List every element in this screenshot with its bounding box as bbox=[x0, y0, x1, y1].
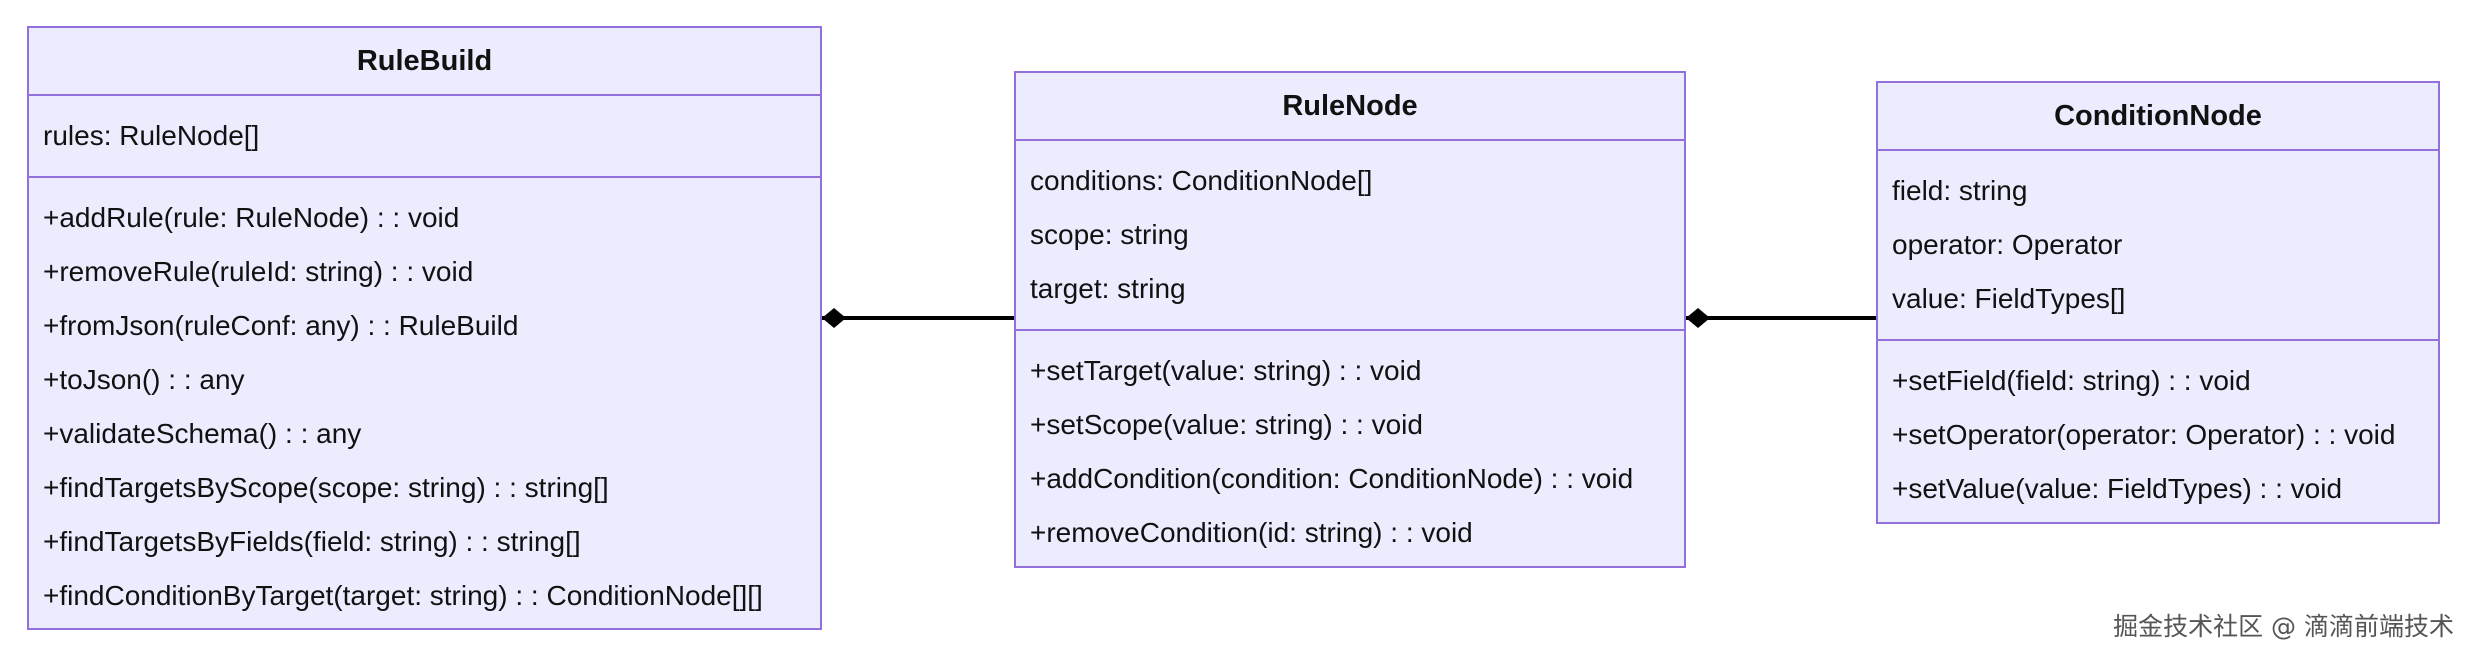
class-rulenode-title: RuleNode bbox=[1016, 73, 1684, 141]
method: +setOperator(operator: Operator) : : voi… bbox=[1892, 419, 2396, 450]
method: +findTargetsByFields(field: string) : : … bbox=[43, 526, 581, 557]
method: +findConditionByTarget(target: string) :… bbox=[43, 580, 763, 611]
method: +removeRule(ruleId: string) : : void bbox=[43, 256, 474, 287]
class-conditionnode-attributes: field: string operator: Operator value: … bbox=[1878, 151, 2438, 341]
method: +addRule(rule: RuleNode) : : void bbox=[43, 202, 460, 233]
class-conditionnode[interactable]: ConditionNode field: string operator: Op… bbox=[1876, 81, 2440, 524]
method: +setField(field: string) : : void bbox=[1892, 365, 2251, 396]
class-rulebuild-title: RuleBuild bbox=[29, 28, 820, 96]
attribute: field: string bbox=[1892, 175, 2028, 206]
attribute: operator: Operator bbox=[1892, 229, 2123, 260]
class-conditionnode-methods: +setField(field: string) : : void +setOp… bbox=[1878, 341, 2438, 529]
class-rulenode-attributes: conditions: ConditionNode[] scope: strin… bbox=[1016, 141, 1684, 331]
attribute: value: FieldTypes[] bbox=[1892, 283, 2126, 314]
method: +setValue(value: FieldTypes) : : void bbox=[1892, 473, 2343, 504]
rulenode-composition-diamond bbox=[1686, 308, 1710, 328]
attribute: scope: string bbox=[1030, 219, 1189, 250]
attribute: target: string bbox=[1030, 273, 1186, 304]
class-conditionnode-title: ConditionNode bbox=[1878, 83, 2438, 151]
attribute: conditions: ConditionNode[] bbox=[1030, 165, 1373, 196]
method: +findTargetsByScope(scope: string) : : s… bbox=[43, 472, 609, 503]
attribute: rules: RuleNode[] bbox=[43, 120, 260, 151]
class-rulebuild-methods: +addRule(rule: RuleNode) : : void +remov… bbox=[29, 178, 820, 636]
class-rulebuild-attributes: rules: RuleNode[] bbox=[29, 96, 820, 178]
method: +toJson() : : any bbox=[43, 364, 245, 395]
watermark: 掘金技术社区 @ 滴滴前端技术 bbox=[2113, 612, 2454, 641]
method: +setScope(value: string) : : void bbox=[1030, 409, 1423, 440]
method: +setTarget(value: string) : : void bbox=[1030, 355, 1422, 386]
method: +validateSchema() : : any bbox=[43, 418, 362, 449]
method: +fromJson(ruleConf: any) : : RuleBuild bbox=[43, 310, 519, 341]
class-rulebuild[interactable]: RuleBuild rules: RuleNode[] +addRule(rul… bbox=[27, 26, 822, 630]
class-rulenode-methods: +setTarget(value: string) : : void +setS… bbox=[1016, 331, 1684, 573]
method: +removeCondition(id: string) : : void bbox=[1030, 517, 1473, 548]
rulebuild-composition-diamond bbox=[822, 308, 846, 328]
class-rulenode[interactable]: RuleNode conditions: ConditionNode[] sco… bbox=[1014, 71, 1686, 568]
method: +addCondition(condition: ConditionNode) … bbox=[1030, 463, 1634, 494]
